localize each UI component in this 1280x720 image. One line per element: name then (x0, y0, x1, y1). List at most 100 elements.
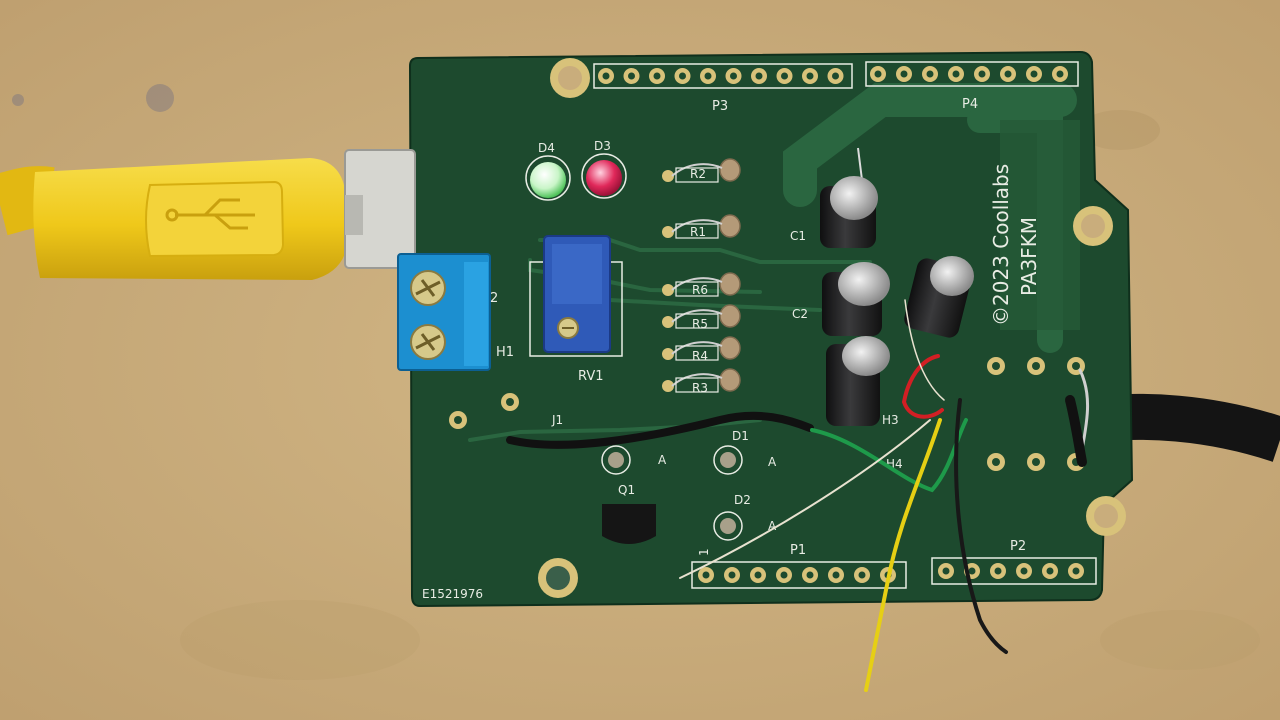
capacitor-c2-label: C2 (792, 307, 808, 321)
terminal-h1-label: H1 (496, 345, 514, 360)
header-p3-pin-hole (704, 72, 712, 80)
credit-line2: PA3FKM (1017, 217, 1041, 296)
terminal-block-h1 (397, 253, 491, 371)
header-p3-pin-hole (781, 72, 788, 80)
resistor-r4-body (719, 336, 741, 360)
serial-number: E1521976 (422, 587, 483, 601)
resistor-r5-label: R5 (692, 317, 708, 331)
trimmer-rv1 (529, 235, 623, 357)
capacitor-c2 (822, 262, 890, 336)
resistor-r2-pad (662, 170, 674, 182)
terminal-pin2-label: 2 (490, 291, 498, 306)
header-p1-pin-hole (728, 571, 736, 579)
header-p2-pin-hole (994, 567, 1002, 575)
usb-cable (0, 149, 416, 280)
led-d4-label: D4 (538, 141, 555, 155)
mounting-holes (538, 58, 1126, 598)
diode-d2 (713, 511, 743, 541)
icsp-pad-holes (992, 362, 1080, 466)
header-p4-pin-hole (1056, 70, 1064, 78)
capacitor-c4 (826, 336, 890, 426)
diode-d2-anode-label: A (768, 519, 777, 533)
capacitor-c1 (820, 147, 878, 248)
header-p1-pin-hole (754, 571, 762, 579)
resistor-r5-pad (662, 316, 674, 328)
trimmer-rv1-label: RV1 (578, 369, 604, 384)
resistor-r4-pad (662, 348, 674, 360)
header-p3-pin-hole (628, 72, 635, 80)
usb-logo-icon (165, 198, 255, 230)
header-p3-pin-hole (653, 72, 661, 80)
diode-d1 (713, 445, 743, 475)
diode-d1-label: D1 (732, 429, 749, 443)
header-p2-pin-hole (1020, 567, 1028, 575)
header-p1-pin-hole (780, 571, 788, 579)
header-p3-pin-hole (679, 72, 686, 80)
wires (506, 299, 1089, 692)
resistor-r3-pad (662, 380, 674, 392)
diode-d2-label: D2 (734, 493, 751, 507)
table-texture (12, 84, 1260, 680)
header-p3 (593, 63, 853, 89)
resistor-r2-body (719, 158, 741, 182)
header-p4-label: P4 (962, 97, 978, 112)
resistor-r6-body (719, 272, 741, 296)
header-p4-pin-hole (926, 70, 934, 78)
header-p1-pin-hole (832, 571, 840, 579)
diode-d1-anode-label: A (768, 455, 777, 469)
resistor-r5-body (719, 304, 741, 328)
header-p2-pin-hole (1046, 567, 1054, 575)
copper-pour (1000, 120, 1080, 330)
header-p3-pin-hole (755, 72, 763, 80)
header-p2-pin-hole (968, 567, 976, 575)
header-p1-pin-hole (702, 571, 710, 579)
header-p4-pin-hole (874, 70, 882, 78)
header-p1-pin-hole (858, 571, 866, 579)
resistor-r5-outline (675, 313, 719, 329)
resistor-r3-outline (675, 377, 719, 393)
resistor-r6-pad (662, 284, 674, 296)
header-p4-pin-hole (978, 70, 986, 78)
hole-h3-label: H3 (882, 413, 899, 427)
j1-pad-holes (454, 398, 514, 424)
led-d3 (581, 153, 627, 199)
connector-j1-label: J1 (551, 413, 563, 427)
led-d3-label: D3 (594, 139, 611, 153)
resistor-r1-label: R1 (690, 225, 706, 239)
resistor-r1-body (719, 214, 741, 238)
header-p2-label: P2 (1010, 539, 1026, 554)
transistor-q1-label: Q1 (618, 483, 635, 497)
resistor-r2-outline (675, 167, 719, 183)
transistor-q1 (602, 504, 656, 544)
header-p4-pin-hole (1030, 70, 1038, 78)
header-p4-pin-hole (900, 70, 908, 78)
diode-d-left (601, 445, 631, 475)
header-p3-pin-hole (832, 72, 839, 80)
resistor-r1-pad (662, 226, 674, 238)
capacitor-c3 (904, 256, 974, 338)
resistor-r4-label: R4 (692, 349, 708, 363)
resistor-group (662, 158, 741, 393)
pcb-board (408, 50, 1134, 608)
resistor-r1-outline (675, 223, 719, 239)
resistor-r4-outline (675, 345, 719, 361)
credit-line1: ©2023 Coollabs (989, 164, 1013, 326)
header-p4 (865, 61, 1079, 87)
header-p3-pin-hole (602, 72, 610, 80)
resistor-r2-label: R2 (690, 167, 706, 181)
header-p2-pin-hole (1072, 567, 1080, 575)
resistor-r6-label: R6 (692, 283, 708, 297)
header-p3-label: P3 (712, 99, 728, 114)
led-d4 (525, 155, 571, 201)
header-p2-pin-hole (942, 567, 950, 575)
header-p1-label: P1 (790, 543, 806, 558)
capacitor-c1-label: C1 (790, 229, 806, 243)
header-p3-pin-hole (730, 72, 737, 80)
resistor-r6-outline (675, 281, 719, 297)
header-p4-pin-hole (1004, 70, 1012, 78)
diode-left-anode-label: A (658, 453, 667, 467)
resistor-r3-body (719, 368, 741, 392)
pin1-label: 1 (697, 548, 711, 556)
header-p3-pin-hole (806, 72, 814, 80)
